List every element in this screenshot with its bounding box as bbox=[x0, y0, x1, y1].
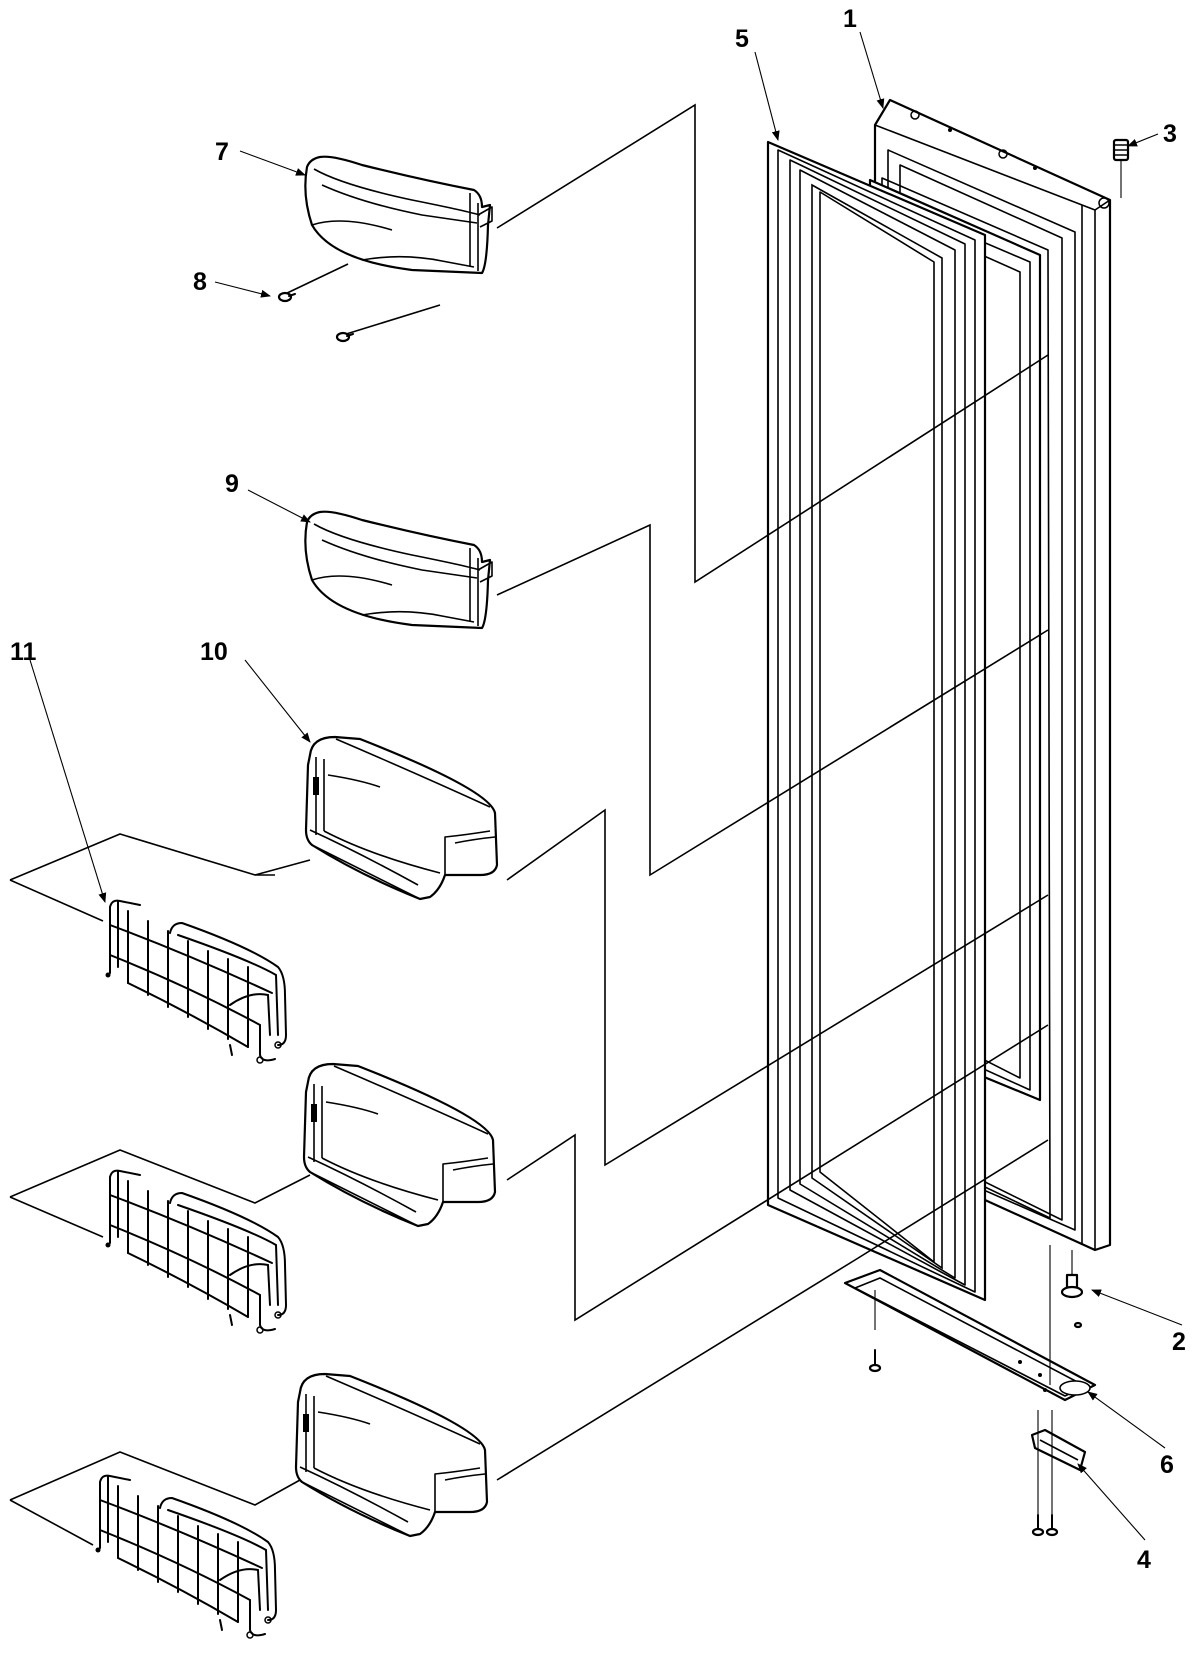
bottom-hinge-pin bbox=[1060, 1250, 1084, 1329]
callout-3: 3 bbox=[1163, 120, 1177, 148]
wire-basket-2 bbox=[104, 1169, 287, 1334]
callout-9: 9 bbox=[225, 470, 239, 498]
callout-8: 8 bbox=[193, 268, 207, 296]
top-hinge-pin bbox=[1112, 138, 1130, 198]
callout-labels: 1 2 3 4 5 6 7 8 9 10 11 bbox=[10, 5, 1186, 1574]
door-gasket bbox=[766, 140, 987, 1302]
door-bin-middle bbox=[304, 510, 494, 630]
hinge-clip bbox=[1030, 1410, 1087, 1537]
callout-1: 1 bbox=[843, 5, 857, 33]
callout-6: 6 bbox=[1160, 1451, 1174, 1479]
door-bin-rect-3 bbox=[294, 1372, 489, 1538]
wire-basket-3 bbox=[94, 1474, 277, 1639]
bottom-hinge-bracket bbox=[843, 1245, 1097, 1402]
callout-7: 7 bbox=[215, 138, 229, 166]
hinge-screws bbox=[1031, 1514, 1059, 1537]
assembly-leader-lines bbox=[9, 103, 1049, 1546]
door-bin-upper bbox=[304, 155, 494, 275]
callout-4: 4 bbox=[1137, 1546, 1151, 1574]
bracket-screw bbox=[868, 1349, 882, 1373]
callout-11: 11 bbox=[10, 638, 37, 666]
callout-10: 10 bbox=[200, 638, 228, 666]
bin-screws bbox=[277, 291, 354, 343]
callout-5: 5 bbox=[735, 25, 749, 53]
door-bin-rect-2 bbox=[302, 1062, 497, 1228]
callout-2: 2 bbox=[1172, 1328, 1186, 1356]
callout-leaders bbox=[29, 31, 1183, 1541]
wire-basket-1 bbox=[104, 899, 287, 1064]
door-bin-rect-1 bbox=[304, 735, 499, 901]
